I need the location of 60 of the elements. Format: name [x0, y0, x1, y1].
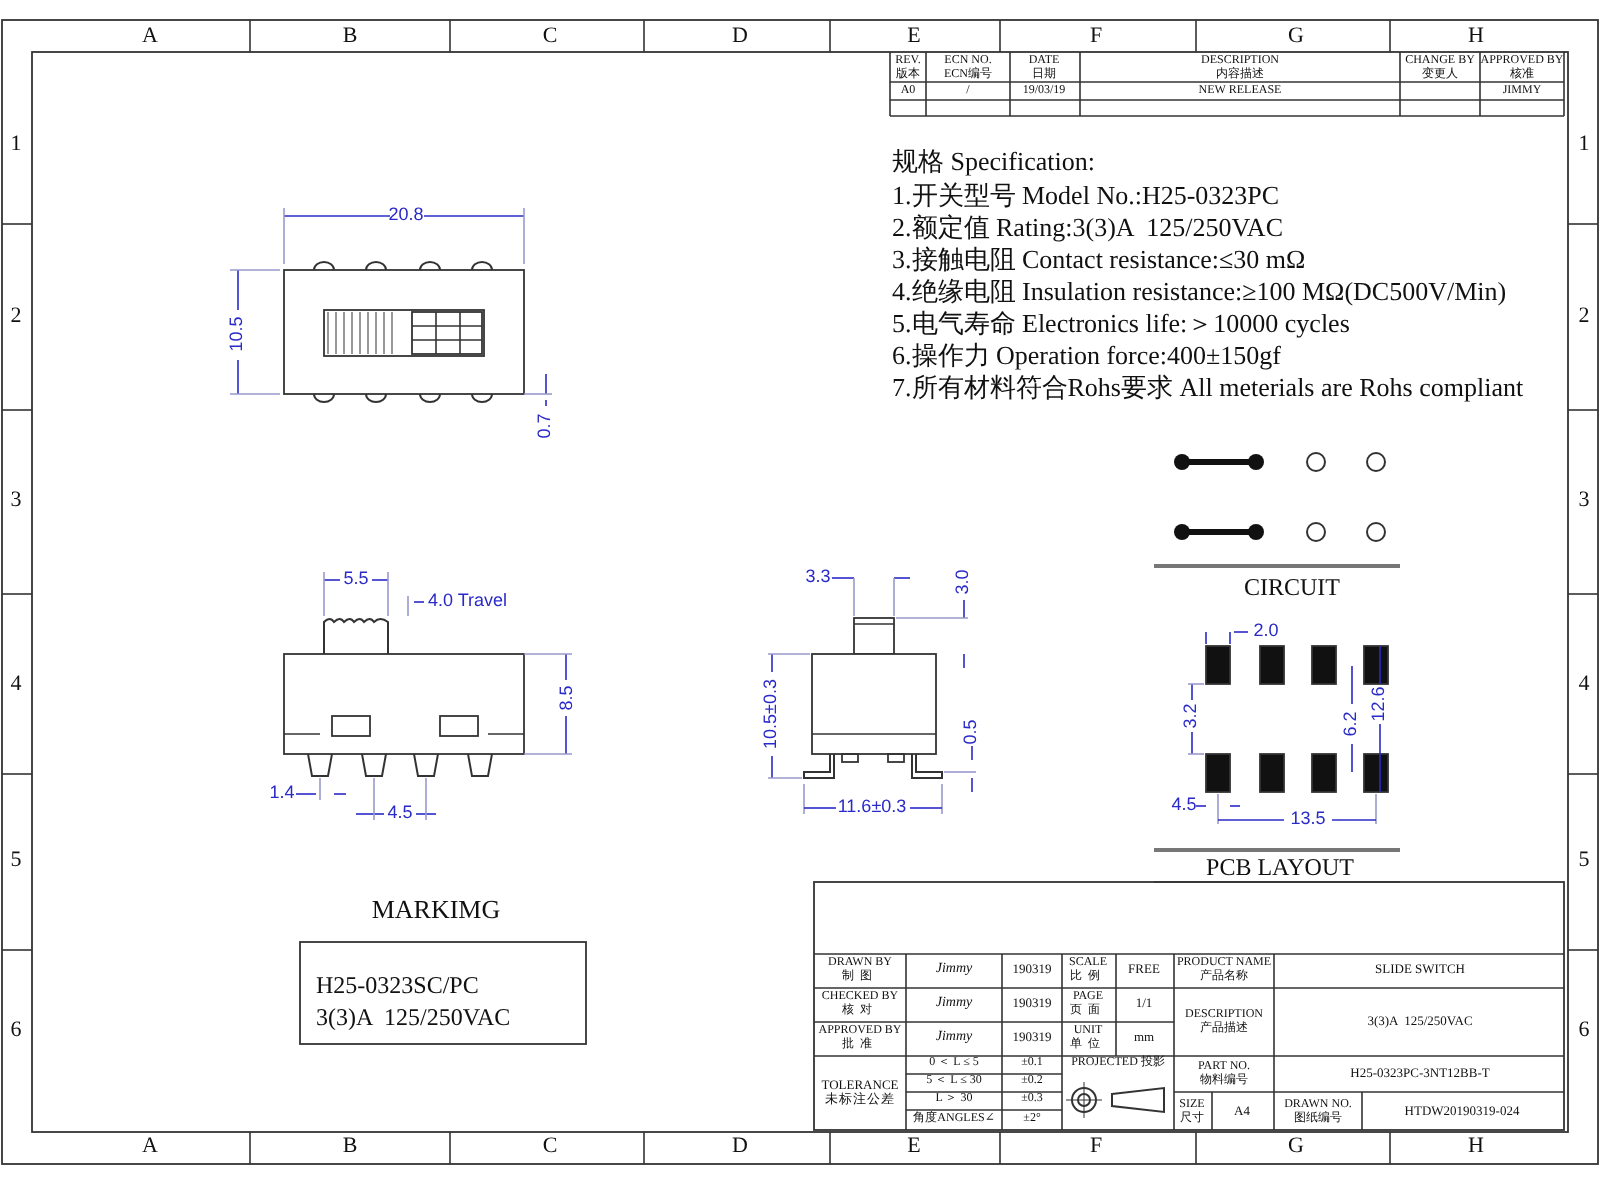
dimension-value: 5.5: [343, 570, 369, 590]
grid-reference-number: 5: [10, 847, 22, 873]
spec-line: 3.接触电阻 Contact resistance:≤30 mΩ: [892, 245, 1306, 275]
dimension-value: 13.5: [1290, 810, 1326, 830]
spec-heading: 规格 Specification:: [892, 147, 1095, 177]
grid-reference-number: 2: [10, 303, 22, 329]
grid-reference-number: 1: [10, 131, 22, 157]
grid-reference-number: 2: [1578, 303, 1590, 329]
grid-reference-letter: F: [1089, 23, 1103, 49]
dimension-value: 3.3: [805, 568, 831, 588]
grid-reference-number: 3: [10, 487, 22, 513]
dimension-value: 10.5: [228, 316, 248, 352]
section-title: MARKIMG: [371, 895, 501, 925]
dimension-value: 11.6±0.3: [837, 798, 907, 818]
dimension-value: 8.5: [558, 685, 578, 711]
grid-reference-number: 6: [10, 1017, 22, 1043]
dimension-value: 2.0: [1253, 622, 1279, 642]
grid-reference-letter: B: [342, 1133, 358, 1159]
dimension-value: 4.5: [1171, 796, 1197, 816]
spec-line: 5.电气寿命 Electronics life:＞10000 cycles: [892, 309, 1350, 339]
dimension-value: 20.8: [388, 206, 424, 226]
dimension-value: 0.7: [536, 413, 556, 439]
spec-line: 7.所有材料符合Rohs要求 All meterials are Rohs compliant: [892, 373, 1524, 403]
dimension-value: 4.5: [387, 804, 413, 824]
grid-reference-letter: A: [142, 23, 158, 49]
grid-reference-number: 5: [1578, 847, 1590, 873]
grid-reference-letter: E: [907, 23, 921, 49]
grid-reference-letter: E: [907, 1133, 921, 1159]
grid-reference-number: 1: [1578, 131, 1590, 157]
dimension-value: 12.6: [1370, 686, 1390, 722]
grid-reference-letter: D: [732, 1133, 748, 1159]
grid-reference-number: 6: [1578, 1017, 1590, 1043]
dimension-value: 10.5±0.3: [762, 679, 782, 749]
grid-reference-letter: G: [1288, 23, 1304, 49]
grid-reference-letter: C: [542, 23, 558, 49]
grid-reference-letter: G: [1288, 1133, 1304, 1159]
marking-text: 3(3)A 125/250VAC: [316, 1004, 511, 1032]
grid-reference-letter: A: [142, 1133, 158, 1159]
grid-reference-letter: B: [342, 23, 358, 49]
dimension-value: 4.0 Travel: [428, 592, 508, 612]
grid-reference-letter: F: [1089, 1133, 1103, 1159]
grid-reference-number: 4: [10, 671, 22, 697]
marking-text: H25-0323SC/PC: [316, 972, 479, 1000]
dimension-value: 1.4: [269, 784, 295, 804]
grid-reference-letter: H: [1468, 23, 1484, 49]
section-title: PCB LAYOUT: [1206, 854, 1354, 882]
spec-line: 6.操作力 Operation force:400±150gf: [892, 341, 1282, 371]
spec-line: 1.开关型号 Model No.:H25-0323PC: [892, 181, 1280, 211]
grid-reference-number: 4: [1578, 671, 1590, 697]
section-title: CIRCUIT: [1244, 574, 1340, 602]
grid-reference-letter: H: [1468, 1133, 1484, 1159]
grid-reference-letter: C: [542, 1133, 558, 1159]
grid-reference-letter: D: [732, 23, 748, 49]
dimension-value: 3.0: [954, 569, 974, 595]
spec-line: 4.绝缘电阻 Insulation resistance:≥100 MΩ(DC500V/Min): [892, 277, 1507, 307]
grid-reference-number: 3: [1578, 487, 1590, 513]
dimension-value: 3.2: [1182, 703, 1202, 729]
dimension-value: 0.5: [962, 719, 982, 745]
spec-line: 2.额定值 Rating:3(3)A 125/250VAC: [892, 213, 1283, 243]
dimension-value: 6.2: [1342, 711, 1362, 737]
